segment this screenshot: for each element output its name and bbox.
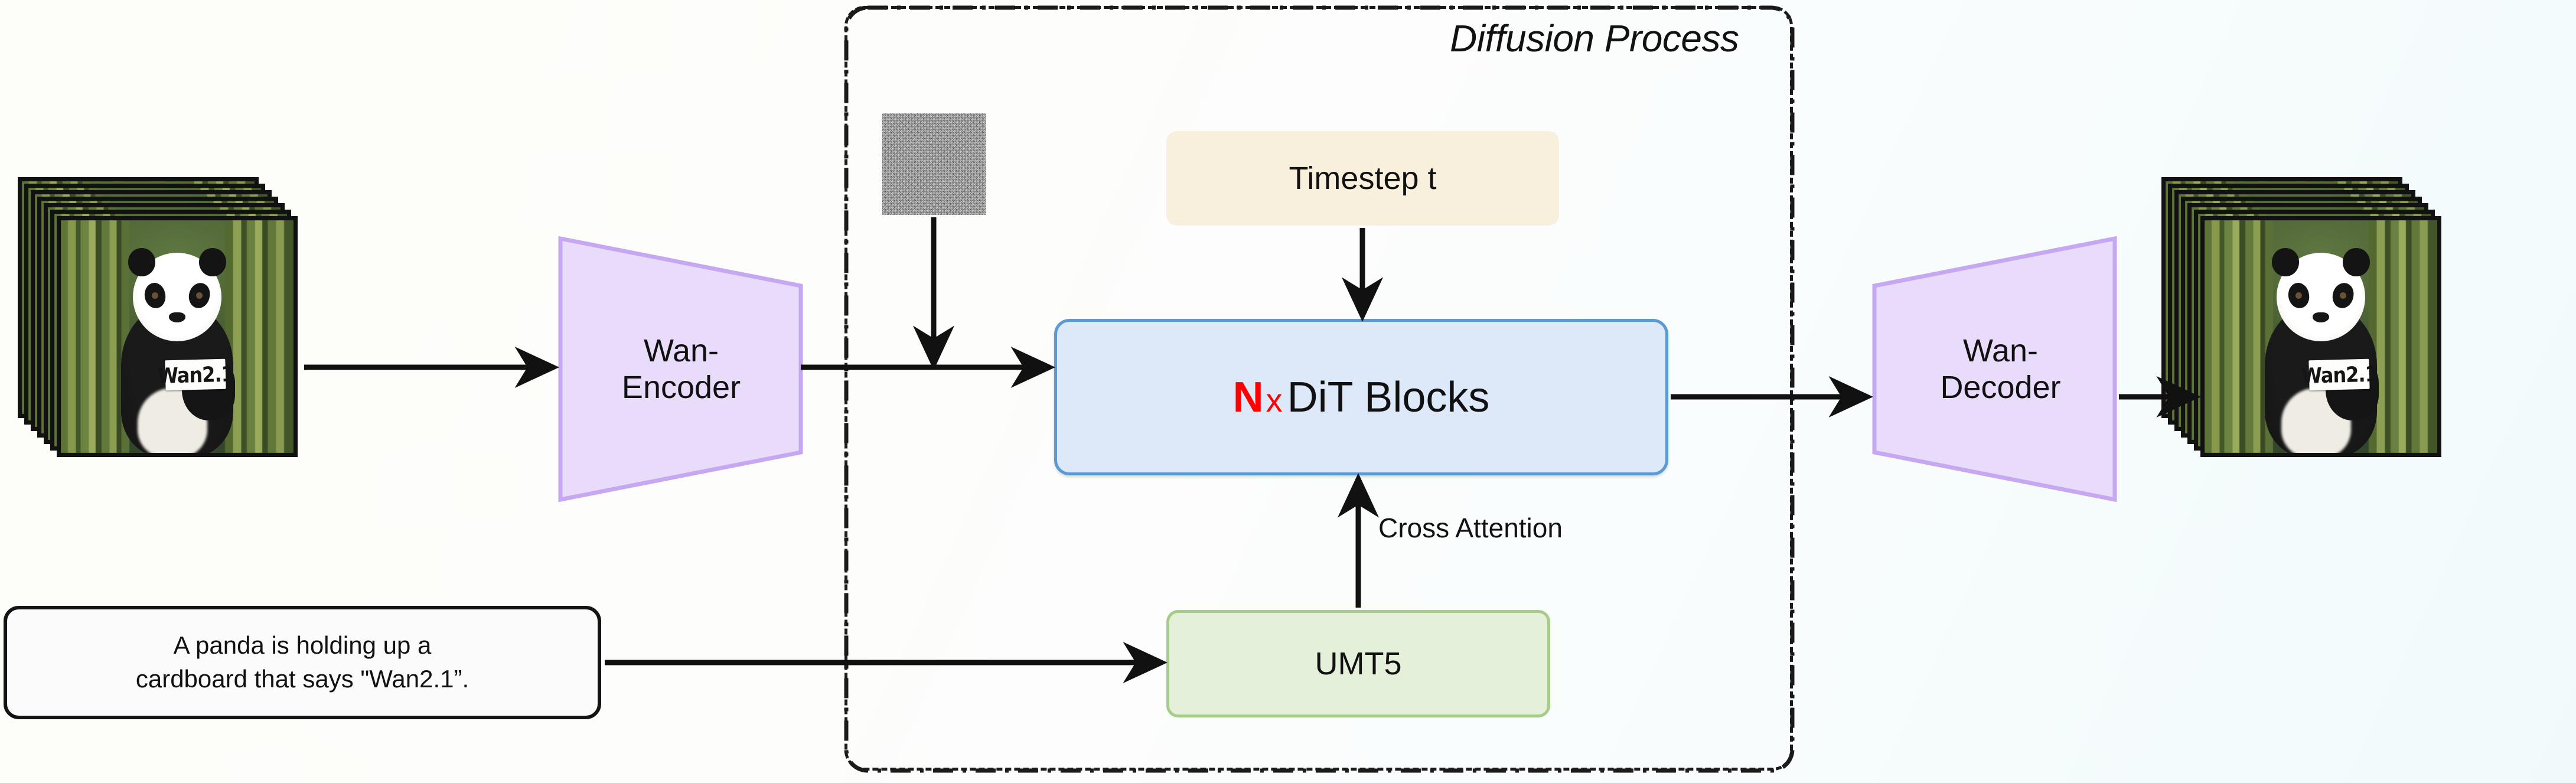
diffusion-process-label: Diffusion Process bbox=[1450, 17, 1739, 60]
wan-encoder-shape bbox=[558, 236, 803, 503]
gaussian-noise-latent-icon bbox=[882, 113, 986, 215]
umt5-label: UMT5 bbox=[1315, 646, 1402, 681]
cross-attention-label: Cross Attention bbox=[1378, 513, 1563, 543]
prompt-textbox[interactable]: A panda is holding up a cardboard that s… bbox=[4, 606, 601, 719]
cardboard-sign: Wan2.1 bbox=[157, 359, 234, 391]
input-video-frames: Wan2.1 bbox=[18, 177, 301, 461]
dit-multiply-symbol: x bbox=[1266, 381, 1283, 419]
prompt-line2: cardboard that says "Wan2.1”. bbox=[135, 665, 469, 693]
wan-decoder-shape bbox=[1872, 236, 2117, 503]
timestep-label: Timestep t bbox=[1289, 161, 1437, 196]
wan-decoder-block[interactable]: Wan- Decoder bbox=[1872, 236, 2117, 503]
prompt-line1: A panda is holding up a bbox=[173, 631, 432, 660]
cardboard-sign: Wan2.1 bbox=[2301, 359, 2378, 391]
cardboard-sign-text: Wan2.1 bbox=[2301, 361, 2378, 389]
wan-encoder-block[interactable]: Wan- Encoder bbox=[558, 236, 803, 503]
cardboard-sign-text: Wan2.1 bbox=[157, 361, 234, 389]
timestep-block[interactable]: Timestep t bbox=[1166, 131, 1559, 226]
video-frame-front: Wan2.1 bbox=[57, 216, 298, 457]
video-frame-front: Wan2.1 bbox=[2200, 216, 2441, 457]
dit-blocks-label: DiT Blocks bbox=[1287, 373, 1490, 421]
output-video-frames: Wan2.1 bbox=[2161, 177, 2445, 461]
dit-count-symbol: N bbox=[1232, 373, 1264, 421]
umt5-text-encoder-block[interactable]: UMT5 bbox=[1166, 610, 1550, 717]
